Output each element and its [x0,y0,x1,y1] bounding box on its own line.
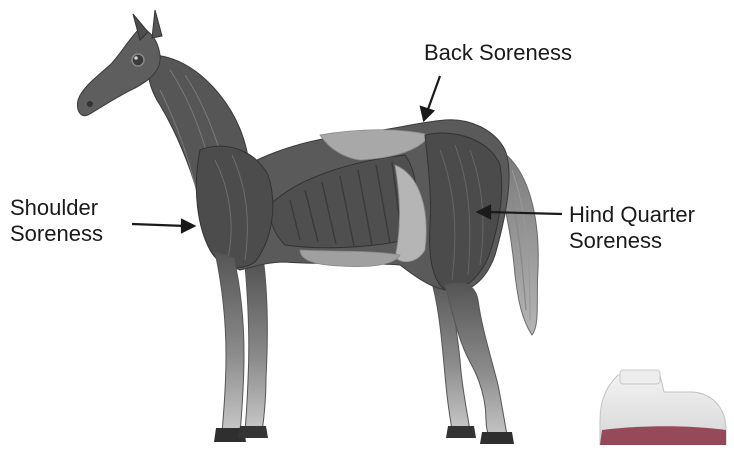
far-fore-hoof [238,426,268,438]
hind-quarter-line1: Hind Quarter [569,202,695,228]
shoulder-muscle [196,146,272,267]
back-soreness-label: Back Soreness [424,40,572,66]
back-soreness-text: Back Soreness [424,40,572,66]
shoulder-soreness-line2: Soreness [10,221,103,247]
near-fore-leg [215,252,244,434]
far-hind-hoof [446,426,476,438]
shoulder-soreness-label: Shoulder Soreness [10,195,103,247]
nostril [87,101,93,107]
shoulder-arrow [132,224,186,226]
shoulder-soreness-line1: Shoulder [10,195,103,221]
near-hind-hoof [480,432,514,444]
eye [132,54,144,66]
ear-right [152,10,162,38]
hind-quarter-soreness-label: Hind Quarter Soreness [569,202,695,254]
product-jug-image [600,370,726,445]
back-arrow [427,76,440,112]
far-fore-leg [245,265,267,432]
hind-quarter-line2: Soreness [569,228,695,254]
